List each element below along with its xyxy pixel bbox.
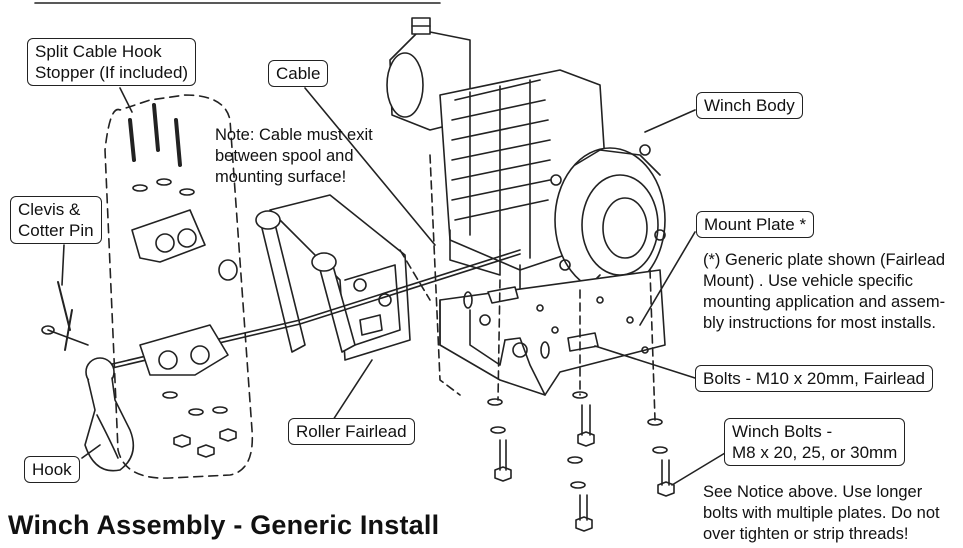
fairlead-bolts-drawing <box>463 286 599 359</box>
callout-line: M8 x 20, 25, or 30mm <box>732 443 898 462</box>
callout-label: Hook <box>32 460 72 479</box>
callout-cable: Cable <box>268 60 329 87</box>
winch-body-drawing <box>386 17 666 301</box>
callout-roller-fairlead: Roller Fairlead <box>288 418 415 445</box>
note-line: See Notice above. Use longer <box>703 483 923 501</box>
note-line: (*) Generic plate shown (Fairlead <box>703 251 946 269</box>
callout-line: Clevis & <box>18 200 81 219</box>
note-line: over tighten or strip threads! <box>703 525 909 543</box>
mount-plate-note: (*) Generic plate shown (Fairlead Mount)… <box>703 250 945 334</box>
callout-label: Winch Body <box>704 96 795 115</box>
note-line: mounting application and assem- <box>703 293 946 311</box>
callout-line: Cotter Pin <box>18 221 94 240</box>
callout-line: Winch Bolts - <box>732 422 833 441</box>
mount-plate-drawing <box>439 269 666 396</box>
hook-drawing <box>41 281 135 472</box>
winch-bolts-note: See Notice above. Use longer bolts with … <box>703 482 940 545</box>
note-line: bly instructions for most installs. <box>703 314 936 332</box>
note-line: Mount) . Use vehicle specific <box>703 272 913 290</box>
callout-label: Bolts - M10 x 20mm, Fairlead <box>703 369 926 388</box>
mount-bolts-drawing <box>487 391 675 532</box>
callout-hook: Hook <box>24 456 80 483</box>
callout-winch-bolts: Winch Bolts - M8 x 20, 25, or 30mm <box>724 418 906 466</box>
callout-bolts-fairlead: Bolts - M10 x 20mm, Fairlead <box>695 365 934 392</box>
roller-fairlead-drawing <box>255 194 411 361</box>
note-line: between spool and <box>215 147 354 165</box>
callout-line: Split Cable Hook <box>35 42 162 61</box>
callout-winch-body: Winch Body <box>696 92 803 119</box>
callout-label: Cable <box>276 64 321 83</box>
note-line: bolts with multiple plates. Do not <box>703 504 940 522</box>
cable-note: Note: Cable must exit between spool and … <box>215 125 373 188</box>
note-line: Note: Cable must exit <box>215 126 373 144</box>
callout-label: Mount Plate * <box>704 215 807 234</box>
callout-line: Stopper (If included) <box>35 63 189 82</box>
leader-lines <box>61 87 731 486</box>
stopper-dashed-outline <box>104 94 254 479</box>
page-title: Winch Assembly - Generic Install <box>8 510 440 540</box>
alignment-dashed-lines <box>399 154 656 421</box>
hook-stopper-drawing <box>128 103 238 458</box>
callout-clevis-cotter-pin: Clevis & Cotter Pin <box>10 196 102 244</box>
callout-split-cable-hook-stopper: Split Cable Hook Stopper (If included) <box>27 38 197 86</box>
callout-mount-plate: Mount Plate * <box>696 211 815 238</box>
callout-label: Roller Fairlead <box>296 422 407 441</box>
note-line: mounting surface! <box>215 168 347 186</box>
